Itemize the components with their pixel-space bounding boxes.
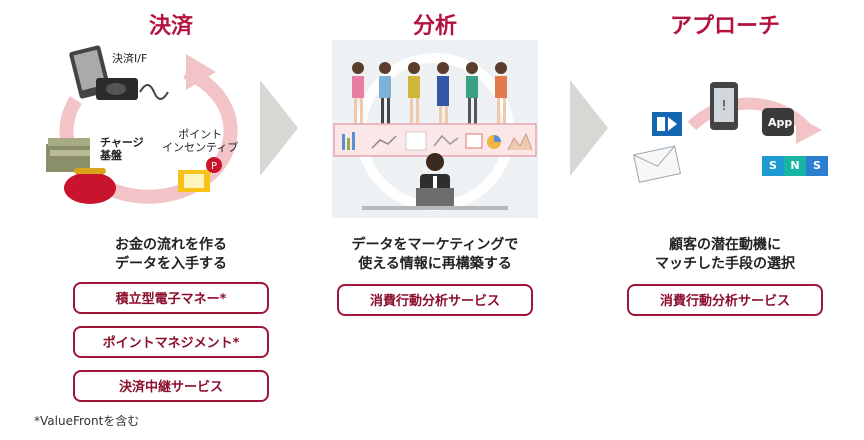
footnote: *ValueFrontを含む bbox=[34, 414, 140, 428]
label-charge-platform: チャージ 基盤 bbox=[100, 136, 144, 162]
sns-letter: N bbox=[784, 156, 806, 176]
flow-arrow-1 bbox=[260, 80, 298, 176]
analysis-graphic bbox=[333, 53, 537, 211]
column-title: 決済 bbox=[148, 14, 193, 39]
service-button-consumer-analysis[interactable]: 消費行動分析サービス bbox=[337, 284, 533, 316]
column-description: 顧客の潜在動機に マッチした手段の選択 bbox=[655, 237, 795, 272]
sns-letter: S bbox=[762, 156, 784, 176]
sns-icon: S N S bbox=[762, 156, 828, 176]
payment-illustration: P 決済I/F チャージ 基盤 ポイント インセンティブ bbox=[36, 40, 276, 220]
service-button-stored-value[interactable]: 積立型電子マネー* bbox=[73, 282, 269, 314]
notification-icon: ! bbox=[721, 99, 726, 114]
consumer-figures bbox=[352, 62, 507, 126]
approach-illustration: ! App S N S bbox=[630, 40, 840, 200]
point-badge-icon: P bbox=[211, 161, 217, 172]
analysis-chart-thumbnails bbox=[342, 131, 533, 151]
column-description: データをマーケティングで 使える情報に再構築する bbox=[351, 237, 519, 272]
approach-cycle-graphic: ! bbox=[632, 82, 822, 183]
analysis-illustration bbox=[332, 40, 538, 218]
service-button-payment-relay[interactable]: 決済中継サービス bbox=[73, 370, 269, 402]
label-point-incentive: ポイント インセンティブ bbox=[162, 128, 239, 154]
label-payment-interface: 決済I/F bbox=[112, 52, 148, 65]
service-button-point-management[interactable]: ポイントマネジメント* bbox=[73, 326, 269, 358]
service-button-consumer-analysis[interactable]: 消費行動分析サービス bbox=[627, 284, 823, 316]
flow-arrow-2 bbox=[570, 80, 608, 176]
column-description: お金の流れを作る データを入手する bbox=[115, 237, 227, 272]
column-title: アプローチ bbox=[669, 14, 780, 39]
sns-letter: S bbox=[806, 156, 828, 176]
column-title: 分析 bbox=[412, 14, 457, 39]
payment-cycle-graphic: P bbox=[46, 45, 238, 204]
app-icon: App bbox=[768, 116, 793, 129]
